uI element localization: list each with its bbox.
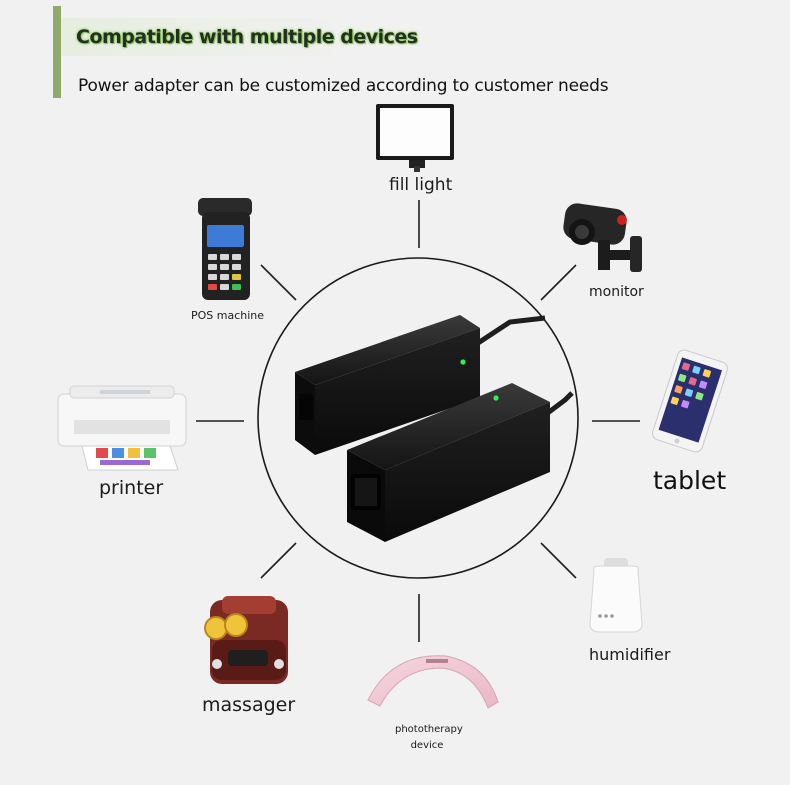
center-circle [257, 257, 579, 579]
connector-massager [260, 542, 297, 579]
adapter-front-front [385, 402, 550, 542]
phototherapy-device-image [367, 655, 499, 709]
phototherapy-label-line1: phototherapy [395, 724, 463, 735]
humidifier-label: humidifier [589, 645, 671, 664]
title-band [61, 18, 361, 56]
phototherapy-device-label: phototherapy device [395, 722, 463, 754]
connector-lines [196, 200, 640, 642]
monitor-camera-image [563, 203, 642, 272]
adapter-cable-back [473, 315, 546, 348]
humidifier-image [589, 558, 643, 633]
tablet-image [652, 349, 728, 453]
connector-pos [260, 264, 297, 301]
accent-bar [53, 6, 61, 98]
pos-machine-label: POS machine [191, 309, 265, 322]
massager-label: massager [202, 694, 296, 716]
adapter-cable-front [543, 391, 574, 417]
adapter-front-socket-inner [355, 478, 377, 506]
adapter-back-top [295, 315, 480, 385]
phototherapy-label-line2: device [410, 740, 444, 751]
page-title: Compatible with multiple devices [76, 26, 418, 48]
adapter-back-led [460, 359, 466, 365]
adapter-front-led [493, 395, 499, 401]
pos-machine-image [198, 198, 252, 300]
massager-image [204, 596, 288, 684]
fill-light-label: fill light [389, 175, 453, 195]
page-subtitle: Power adapter can be customized accordin… [78, 76, 609, 96]
printer-label: printer [99, 477, 164, 499]
connector-humidifier [540, 542, 577, 579]
tablet-label: tablet [653, 466, 727, 495]
adapter-back-front [315, 328, 480, 455]
power-adapter-illustration [295, 315, 574, 542]
connector-monitor [540, 264, 577, 301]
fill-light-image [376, 104, 454, 172]
adapter-front-top [347, 383, 550, 470]
printer-image [57, 385, 187, 471]
adapter-back-socket [299, 394, 313, 420]
monitor-label: monitor [589, 284, 644, 300]
